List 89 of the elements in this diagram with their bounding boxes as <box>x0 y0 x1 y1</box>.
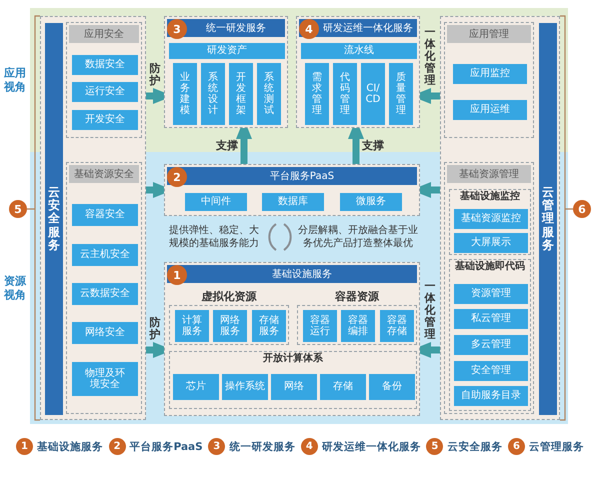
edge-label: 支撑 <box>362 140 384 152</box>
legend-number-badge: 5 <box>426 438 444 455</box>
edge-label: 防护 <box>148 316 162 341</box>
vertical-title-bar: 云安全服务 <box>45 23 63 415</box>
service-tile: 多云管理 <box>454 335 528 355</box>
service-tile: 资源管理 <box>454 284 528 304</box>
service-tile: 应用运维 <box>453 100 527 120</box>
group-heading: 开放计算体系 <box>263 353 323 365</box>
service-tile: 应用监控 <box>453 64 527 84</box>
band-label: 资源视角 <box>3 274 27 302</box>
service-tile: CI/CD <box>361 63 385 125</box>
bracket-connector <box>559 15 574 421</box>
service-tile: 系统设计 <box>201 63 225 125</box>
dashed-group <box>66 162 142 414</box>
service-tile: 开发安全 <box>72 110 138 130</box>
service-tile: 容器存储 <box>380 310 414 342</box>
service-tile: 中间件 <box>185 193 247 211</box>
dashed-group <box>444 162 534 414</box>
group-heading: 容器资源 <box>335 290 379 304</box>
service-panel <box>164 262 420 416</box>
service-tile: 自助服务目录 <box>454 386 528 406</box>
legend-number-badge: 3 <box>208 438 226 455</box>
legend-label: 云安全服务 <box>447 440 502 454</box>
service-tile: 代码管理 <box>333 63 357 125</box>
service-tile: 物理及环境安全 <box>72 362 138 396</box>
legend-number-badge: 6 <box>508 438 525 455</box>
service-tile: 网络 <box>271 374 317 400</box>
number-badge: 6 <box>573 200 591 218</box>
description-text: 提供弹性、稳定、大规模的基础服务能力 <box>168 224 260 250</box>
service-panel <box>296 16 420 128</box>
service-tile: 大屏展示 <box>454 233 528 253</box>
bracket-connector <box>26 15 41 421</box>
edge-label: 支撑 <box>216 140 238 152</box>
legend-label: 云管理服务 <box>528 440 584 454</box>
service-tile: 运行安全 <box>72 82 138 102</box>
service-tile: 操作系统 <box>222 374 268 400</box>
service-tile: 存储 <box>320 374 366 400</box>
group-header: 基础资源管理 <box>447 165 531 183</box>
service-tile: 研发资产 <box>169 43 285 59</box>
dashed-group <box>444 22 534 138</box>
service-tile: 基础资源监控 <box>454 209 528 229</box>
service-tile: 容器安全 <box>72 204 138 226</box>
service-tile: 业务建模 <box>173 63 197 125</box>
legend-label: 研发运维一体化服务 <box>322 440 421 454</box>
legend-label: 统一研发服务 <box>229 440 296 454</box>
service-tile: 需求管理 <box>305 63 329 125</box>
service-tile: 网络安全 <box>72 322 138 344</box>
legend-label: 平台服务PaaS <box>130 440 203 454</box>
group-header: 基础资源安全 <box>69 165 139 183</box>
service-tile: 流水线 <box>301 43 417 59</box>
service-tile: 系统测试 <box>257 63 281 125</box>
service-tile: 云数据安全 <box>72 283 138 305</box>
service-tile: 质量管理 <box>389 63 413 125</box>
legend-label: 基础设施服务 <box>37 440 103 454</box>
dashed-group <box>169 351 417 409</box>
edge-label: 一体化管理 <box>423 280 436 341</box>
service-tile: 计算服务 <box>175 310 209 342</box>
service-tile: 开发框架 <box>229 63 253 125</box>
service-tile: 备份 <box>369 374 415 400</box>
dashed-group <box>449 259 531 411</box>
group-header: 应用安全 <box>69 25 139 43</box>
service-tile: 网络服务 <box>213 310 247 342</box>
service-panel <box>164 16 288 128</box>
dashed-group <box>449 189 531 255</box>
description-text: 分层解耦、开放融合基于业务优先产品打造整体最优 <box>297 224 419 250</box>
group-heading: 基础设施即代码 <box>455 261 525 273</box>
vertical-title-bar: 云管理服务 <box>539 23 557 415</box>
service-tile: 数据库 <box>262 193 324 211</box>
service-panel <box>164 164 420 216</box>
number-badge: 5 <box>9 200 27 218</box>
service-tile: 云主机安全 <box>72 244 138 266</box>
dashed-group <box>66 22 142 138</box>
service-tile: 安全管理 <box>454 361 528 381</box>
group-header: 应用管理 <box>447 25 531 43</box>
service-tile: 容器运行 <box>303 310 337 342</box>
legend-number-badge: 4 <box>300 438 318 455</box>
legend-number-badge: 2 <box>108 438 126 455</box>
edge-label: 防护 <box>148 62 162 87</box>
legend-number-badge: 1 <box>16 438 33 455</box>
service-tile: 微服务 <box>340 193 402 211</box>
group-heading: 虚拟化资源 <box>202 290 256 304</box>
service-tile: 芯片 <box>173 374 219 400</box>
service-tile: 存储服务 <box>252 310 286 342</box>
service-tile: 数据安全 <box>72 55 138 75</box>
service-tile: 私云管理 <box>454 309 528 329</box>
edge-label: 一体化管理 <box>423 26 436 87</box>
group-heading: 基础设施监控 <box>460 191 520 203</box>
band-label: 应用视角 <box>3 66 27 94</box>
service-tile: 容器编排 <box>341 310 375 342</box>
